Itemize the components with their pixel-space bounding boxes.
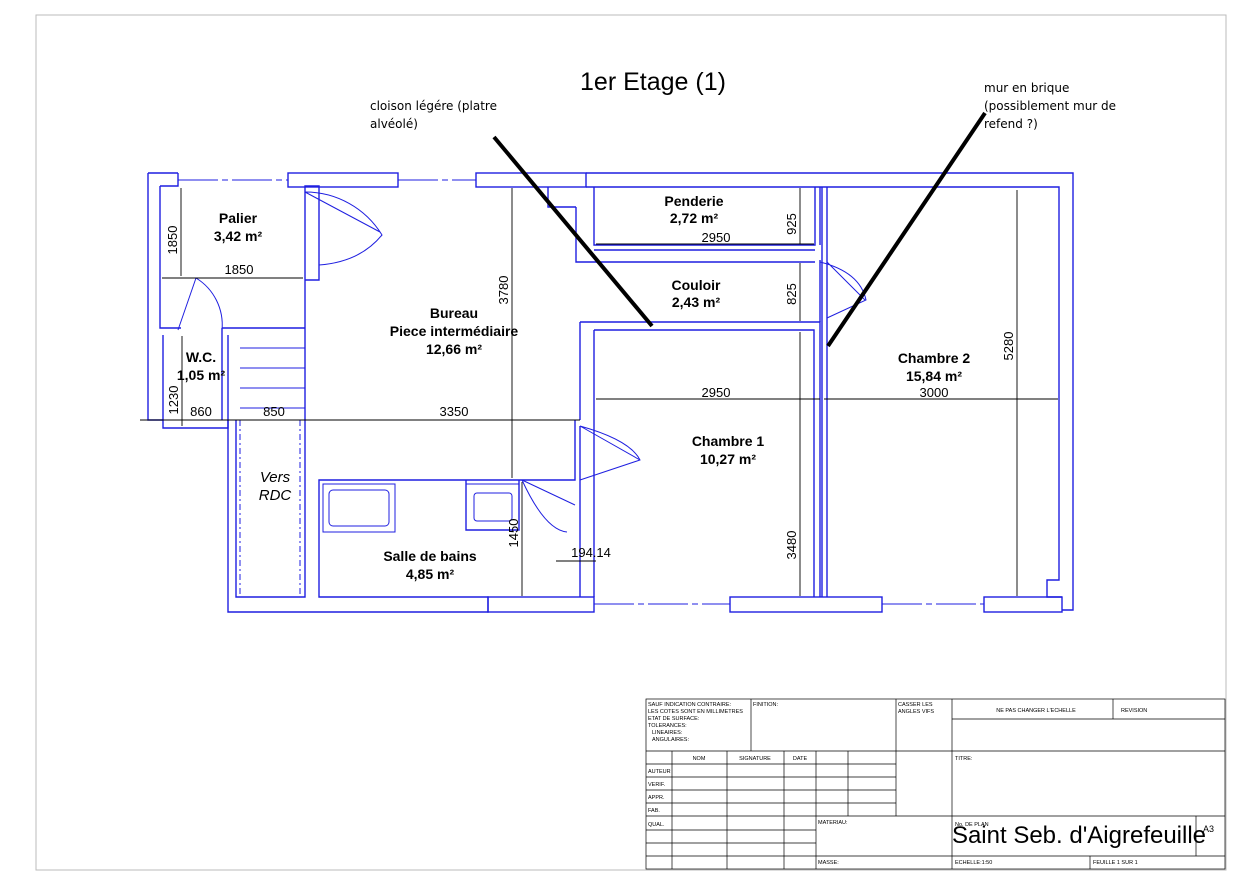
doors bbox=[177, 191, 867, 533]
dim-penderie-h: 925 bbox=[784, 213, 799, 235]
dim-palier-h: 1850 bbox=[165, 226, 180, 255]
tb-general-2: LES COTES SONT EN MILLIMETRES bbox=[648, 709, 743, 715]
tb-nom: NOM bbox=[693, 756, 706, 762]
dim-palier-w: 1850 bbox=[225, 262, 254, 277]
sheet-border bbox=[35, 14, 1227, 871]
room-bureau-area: 12,66 m² bbox=[426, 341, 482, 357]
room-couloir: Couloir bbox=[672, 277, 722, 293]
room-labels: Palier 3,42 m² W.C. 1,05 m² Bureau Piece… bbox=[177, 193, 971, 582]
mur-pointer bbox=[826, 111, 987, 348]
dim-wc-h: 1230 bbox=[166, 386, 181, 415]
title-block: SAUF INDICATION CONTRAIRE: LES COTES SON… bbox=[645, 698, 1226, 870]
annotations: cloison légére (platre alvéolé) mur en b… bbox=[370, 81, 1116, 348]
stairs-label: Vers bbox=[260, 469, 291, 486]
note-mur-1: mur en brique bbox=[984, 81, 1069, 95]
note-mur-2: (possiblement mur de bbox=[984, 99, 1116, 113]
room-palier: Palier bbox=[219, 210, 258, 226]
tb-row-qual: QUAL. bbox=[648, 822, 665, 828]
tb-masse: MASSE: bbox=[818, 860, 839, 866]
dim-bureau-w: 3350 bbox=[440, 404, 469, 419]
tb-casser-1: CASSER LES bbox=[898, 702, 933, 708]
tb-location: Saint Seb. d'Aigrefeuille bbox=[952, 822, 1206, 849]
dim-wc-w: 860 bbox=[190, 404, 212, 419]
tb-general-1: SAUF INDICATION CONTRAIRE: bbox=[648, 702, 731, 708]
tb-signature: SIGNATURE bbox=[739, 756, 771, 762]
tb-general-6: ANGULAIRES: bbox=[652, 737, 689, 743]
room-chambre2: Chambre 2 bbox=[898, 350, 971, 366]
note-mur-3: refend ?) bbox=[984, 117, 1038, 131]
dim-sdb-h: 1450 bbox=[506, 519, 521, 548]
dim-bureau-h: 3780 bbox=[496, 276, 511, 305]
tb-date: DATE bbox=[793, 756, 808, 762]
tb-row-fab: FAB. bbox=[648, 808, 660, 814]
room-sdb-area: 4,85 m² bbox=[406, 566, 455, 582]
stairs-label-2: RDC bbox=[259, 487, 292, 504]
tb-feuille: FEUILLE 1 SUR 1 bbox=[1093, 860, 1138, 866]
tb-no-plan: No. DE PLAN bbox=[955, 822, 989, 828]
dim-ch1-w: 2950 bbox=[702, 385, 731, 400]
tb-general-5: LINEAIRES: bbox=[652, 730, 683, 736]
room-chambre2-area: 15,84 m² bbox=[906, 368, 962, 384]
dim-penderie-w: 2950 bbox=[702, 230, 731, 245]
room-chambre1: Chambre 1 bbox=[692, 433, 765, 449]
tb-sheet-code: A3 bbox=[1203, 824, 1214, 834]
dim-couloir-h: 825 bbox=[784, 283, 799, 305]
room-penderie-area: 2,72 m² bbox=[670, 210, 719, 226]
room-wc: W.C. bbox=[186, 349, 216, 365]
tb-revision: REVISION bbox=[1121, 708, 1147, 714]
room-sdb: Salle de bains bbox=[383, 548, 477, 564]
dim-ch1-h: 3480 bbox=[784, 531, 799, 560]
room-bureau-sub: Piece intermédiaire bbox=[390, 323, 519, 339]
tb-row-appr: APPR. bbox=[648, 795, 665, 801]
tb-casser-2: ANGLES VIFS bbox=[898, 709, 934, 715]
dim-gap: 194.14 bbox=[571, 545, 611, 560]
room-couloir-area: 2,43 m² bbox=[672, 294, 721, 310]
plan-title: 1er Etage (1) bbox=[580, 68, 726, 96]
room-chambre1-area: 10,27 m² bbox=[700, 451, 756, 467]
tb-general-4: TOLERANCES: bbox=[648, 723, 687, 729]
dim-ch2-h: 5280 bbox=[1001, 332, 1016, 361]
room-bureau: Bureau bbox=[430, 305, 478, 321]
room-wc-area: 1,05 m² bbox=[177, 367, 226, 383]
dim-ch2-w: 3000 bbox=[920, 385, 949, 400]
tb-row-auteur: AUTEUR bbox=[648, 769, 671, 775]
dim-stair-w: 850 bbox=[263, 404, 285, 419]
tb-materiau: MATERIAU: bbox=[818, 820, 848, 826]
tb-general-3: ETAT DE SURFACE: bbox=[648, 716, 700, 722]
tb-echelle: ECHELLE:1:50 bbox=[955, 860, 992, 866]
room-penderie: Penderie bbox=[664, 193, 723, 209]
note-cloison-1: cloison légére (platre bbox=[370, 99, 497, 113]
tb-titre: TITRE: bbox=[955, 756, 973, 762]
tb-echelle-note: NE PAS CHANGER L'ECHELLE bbox=[996, 708, 1076, 714]
tb-row-verif: VERIF. bbox=[648, 782, 666, 788]
room-palier-area: 3,42 m² bbox=[214, 228, 263, 244]
tb-finition: FINITION: bbox=[753, 702, 779, 708]
dimensions: 1850 1850 1230 860 850 3350 3780 1450 19… bbox=[140, 188, 1058, 596]
cloison-pointer bbox=[492, 135, 654, 328]
walls bbox=[147, 172, 1074, 613]
note-cloison-2: alvéolé) bbox=[370, 117, 418, 131]
